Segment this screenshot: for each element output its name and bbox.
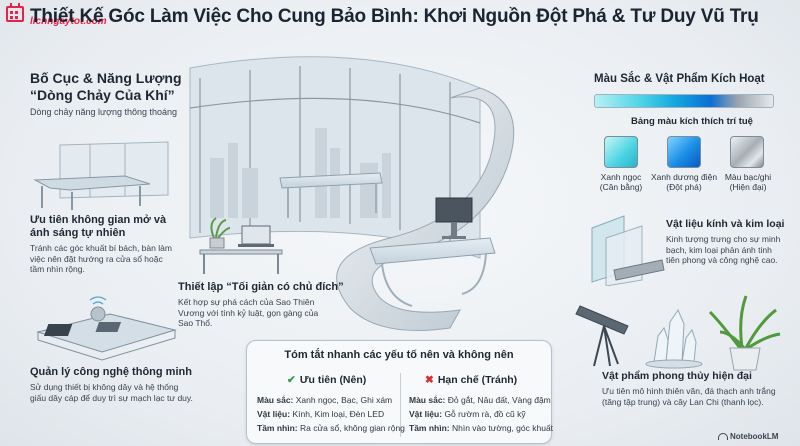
swatch-caption-turquoise: Xanh ngọc (Cân bằng) bbox=[592, 172, 650, 192]
wifi-icon bbox=[89, 296, 107, 305]
summary-divider bbox=[400, 373, 401, 437]
smart-tech-title: Quản lý công nghệ thông minh bbox=[30, 366, 192, 378]
office-scene-illustration bbox=[189, 56, 515, 331]
swatch-caption-line2: (Hiện đại) bbox=[729, 182, 767, 192]
corner-desk-illustration bbox=[33, 141, 169, 210]
row-value: Kính, Kim loại, Đèn LED bbox=[292, 409, 385, 419]
swatch-caption-electric-blue: Xanh dương điện (Đột phá) bbox=[650, 172, 718, 192]
dont-row-materials: Vật liệu: Gỗ rườm rà, đồ cũ kỹ bbox=[409, 409, 526, 419]
colors-heading: Màu Sắc & Vật Phẩm Kích Hoạt bbox=[594, 73, 765, 85]
row-value: Nhìn vào tường, góc khuất bbox=[451, 423, 554, 433]
quartz-crystal-icon bbox=[645, 308, 703, 369]
open-space-block: Ưu tiên không gian mở và ánh sáng tự nhi… bbox=[30, 214, 180, 275]
row-value: Xanh ngọc, Bạc, Ghi xám bbox=[295, 395, 393, 405]
glass-metal-panels-illustration bbox=[591, 215, 665, 286]
materials-block: Vật liệu kính và kim loại Kinh tượng trư… bbox=[666, 218, 800, 266]
dont-row-colors: Màu sắc: Đỏ gắt, Nâu đất, Vàng đậm bbox=[409, 395, 551, 405]
smart-tech-desc-line2: giấu dây cáp để duy trì sự mạch lạc tư d… bbox=[30, 392, 193, 403]
open-space-desc-line1: Tránh các góc khuất bí bách, bàn làm bbox=[30, 243, 172, 253]
swatch-electric-blue bbox=[667, 136, 701, 168]
feng-shui-desc-line1: Ưu tiên mô hình thiên văn, đá thạch anh … bbox=[602, 386, 776, 396]
minimal-desk-illustration bbox=[199, 217, 283, 274]
smart-tech-desc-line1: Sử dụng thiết bị không dây và hệ thống bbox=[30, 382, 179, 392]
row-label: Vật liệu: bbox=[409, 409, 443, 419]
dont-row-view: Tầm nhìn: Nhìn vào tường, góc khuất bbox=[409, 423, 553, 433]
row-label: Vật liệu: bbox=[257, 409, 291, 419]
row-label: Tầm nhìn: bbox=[409, 423, 450, 433]
swatch-caption-silver: Màu bạc/ghi (Hiện đại) bbox=[720, 172, 776, 192]
minimal-desc-line1: Kết hợp sự phá cách của Sao Thiên bbox=[178, 297, 315, 307]
materials-desc-line3: tiên phong và công nghệ cao. bbox=[666, 255, 778, 265]
calendar-icon bbox=[6, 3, 24, 22]
feng-shui-title: Vật phẩm phong thủy hiện đại bbox=[602, 370, 752, 382]
open-space-title-line1: Ưu tiên không gian mở và bbox=[30, 214, 167, 226]
do-row-colors: Màu sắc: Xanh ngọc, Bạc, Ghi xám bbox=[257, 395, 392, 405]
do-header-label: Ưu tiên (Nên) bbox=[299, 374, 367, 386]
layout-heading-line2: “Dòng Chảy Của Khí” bbox=[30, 87, 175, 103]
palette-title: Bảng màu kích thích trí tuệ bbox=[631, 116, 753, 127]
cross-icon: ✖ bbox=[425, 374, 434, 386]
minimal-block: Thiết lập “Tối giản có chủ đích” Kết hợp… bbox=[178, 281, 353, 329]
summary-card: Tóm tắt nhanh các yếu tố nên và không nê… bbox=[246, 340, 553, 444]
swatch-caption-line2: (Cân bằng) bbox=[599, 182, 643, 192]
dont-header: ✖Hạn chế (Tránh) bbox=[425, 374, 517, 386]
swatch-caption-line2: (Đột phá) bbox=[666, 182, 702, 192]
open-space-desc-line3: tầm nhìn rộng. bbox=[30, 264, 85, 274]
footer-brand: NotebookLM bbox=[718, 432, 778, 441]
row-value: Đỏ gắt, Nâu đất, Vàng đậm bbox=[447, 395, 551, 405]
open-space-title-line2: ánh sáng tự nhiên bbox=[30, 227, 126, 239]
minimal-desc-line2: Vương với tính kỷ luật, gọn gàng của bbox=[178, 307, 319, 318]
do-header: ✔Ưu tiên (Nên) bbox=[287, 374, 366, 386]
swatch-turquoise bbox=[604, 136, 638, 168]
dont-header-label: Hạn chế (Tránh) bbox=[437, 374, 518, 386]
row-value: Ra cửa sổ, không gian rộng bbox=[299, 423, 405, 433]
swatch-caption-line1: Xanh dương điện bbox=[650, 172, 718, 182]
color-spectrum-bar bbox=[594, 94, 774, 108]
feng-shui-items-illustration bbox=[575, 295, 781, 371]
minimal-desc-line3: Sao Thổ. bbox=[178, 318, 213, 328]
check-icon: ✔ bbox=[287, 374, 296, 386]
swatch-caption-line1: Màu bạc/ghi bbox=[724, 172, 772, 182]
materials-desc-line2: bạch, kim loại phản ánh tinh bbox=[666, 244, 772, 255]
row-label: Màu sắc: bbox=[409, 395, 446, 405]
wireless-devices-illustration bbox=[36, 296, 177, 361]
plant-icon bbox=[708, 295, 781, 371]
minimal-title: Thiết lập “Tối giản có chủ đích” bbox=[178, 281, 344, 293]
feng-shui-desc-line2: (tăng tập trung) và cây Lan Chi (thanh l… bbox=[602, 396, 764, 407]
layout-heading-line1: Bố Cục & Năng Lượng bbox=[30, 70, 182, 86]
telescope-icon bbox=[575, 305, 629, 367]
colors-section: Màu Sắc & Vật Phẩm Kích Hoạt bbox=[594, 73, 794, 86]
layout-section: Bố Cục & Năng Lượng “Dòng Chảy Của Khí” … bbox=[30, 70, 200, 118]
notebooklm-icon bbox=[718, 433, 728, 440]
summary-title: Tóm tắt nhanh các yếu tố nên và không nê… bbox=[284, 349, 514, 361]
footer-brand-text: NotebookLM bbox=[730, 432, 779, 441]
open-space-desc-line2: việc nên đặt hướng ra cửa sổ hoặc bbox=[30, 253, 163, 264]
feng-shui-block: Vật phẩm phong thủy hiện đại Ưu tiên mô … bbox=[602, 370, 798, 407]
do-row-view: Tầm nhìn: Ra cửa sổ, không gian rộng bbox=[257, 423, 405, 433]
smart-tech-block: Quản lý công nghệ thông minh Sử dụng thi… bbox=[30, 366, 230, 403]
do-row-materials: Vật liệu: Kính, Kim loại, Đèn LED bbox=[257, 409, 384, 419]
row-value: Gỗ rườm rà, đồ cũ kỹ bbox=[444, 409, 526, 419]
page-title: Thiết Kế Góc Làm Việc Cho Cung Bảo Bình:… bbox=[30, 6, 759, 27]
materials-title: Vật liệu kính và kim loại bbox=[666, 218, 785, 230]
swatch-silver-gray bbox=[730, 136, 764, 168]
swatch-caption-line1: Xanh ngọc bbox=[600, 172, 642, 182]
materials-desc-line1: Kinh tượng trưng cho sự minh bbox=[666, 234, 781, 244]
row-label: Tầm nhìn: bbox=[257, 423, 298, 433]
layout-subtitle: Dòng chảy năng lượng thông thoáng bbox=[30, 107, 178, 117]
row-label: Màu sắc: bbox=[257, 395, 294, 405]
brand-logo[interactable]: lichngaytot.com bbox=[2, 2, 152, 34]
brand-logo-text: lichngaytot.com bbox=[30, 16, 107, 27]
